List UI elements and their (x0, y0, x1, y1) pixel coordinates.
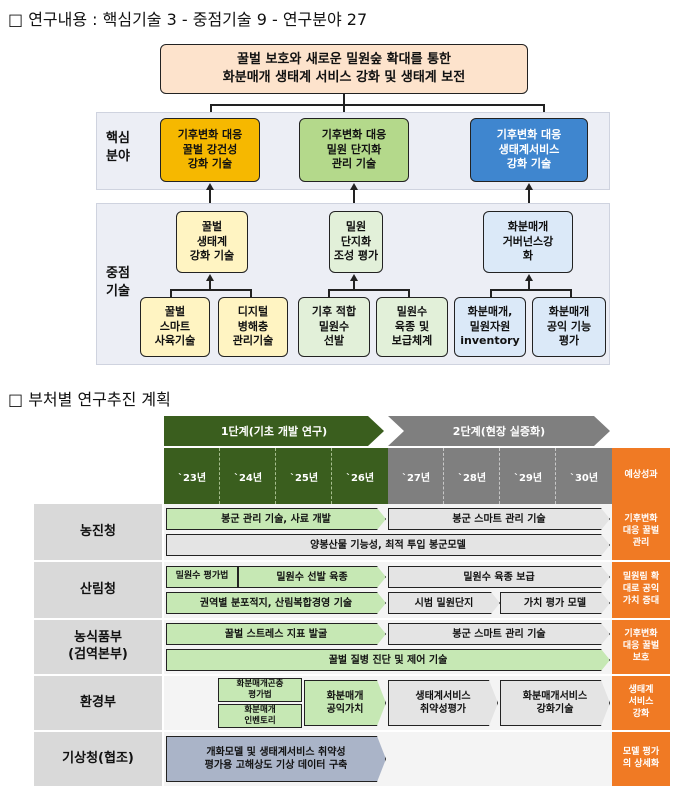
arrow-up-3-line (528, 189, 530, 211)
leaf-drop-5 (490, 289, 492, 297)
outcome-kfs: 밀원림 확 대로 공익 가치 증대 (612, 562, 670, 618)
leaf-bus-3 (490, 289, 572, 291)
arrow-up-4 (206, 274, 214, 281)
goal-connector (343, 94, 345, 106)
core-field-nectar: 기후변화 대응 밀원 단지화 관리 기술 (299, 118, 409, 182)
ministry-qia: 농식품부 (검역본부) (34, 620, 162, 674)
task-qia-stress-index: 꿀벌 스트레스 지표 발굴 (166, 623, 386, 645)
task-qia-smart-colony: 봉군 스마트 관리 기술 (388, 623, 610, 645)
year-2025: `25년 (289, 472, 319, 484)
mid-tech-governance: 화분매개 거버넌스강 화 (483, 211, 573, 273)
task-rda-bee-products: 양봉산물 기능성, 최적 투입 봉군모델 (166, 534, 610, 556)
leaf-drop-2 (250, 289, 252, 297)
task-me-pollinator-inventory: 화분매개 인벤토리 (218, 704, 302, 728)
core-field-bee: 기후변화 대응 꿀벌 강건성 강화 기술 (160, 118, 260, 182)
mid-tech-nectar: 밀원 단지화 조성 평가 (329, 211, 383, 273)
year-divider (443, 448, 444, 504)
leaf-tech-public-value: 화분매개 공익 기능 평가 (532, 297, 606, 357)
outcome-qia: 기후변화 대응 꿀벌 보호 (612, 620, 670, 674)
focus-band-label: 중점 기술 (106, 266, 130, 299)
leaf-bus-2 (328, 289, 410, 291)
leaf-tech-smart-rearing: 꿀벌 스마트 사육기술 (140, 297, 210, 357)
arrow-up-2 (350, 183, 358, 190)
task-rda-colony-feed: 봉군 관리 기술, 사료 개발 (166, 508, 386, 530)
year-divider (499, 448, 500, 504)
phase-2-banner: 2단계(현장 실증화) (388, 416, 610, 446)
task-kfs-breeding-supply: 밀원수 육종 보급 (388, 566, 610, 588)
task-me-enhancement: 화분매개서비스 강화기술 (500, 680, 610, 726)
research-content-heading: □ 연구내용 : 핵심기술 3 - 중점기술 9 - 연구분야 27 (8, 10, 368, 29)
outcome-kma: 모델 평가 의 상세화 (612, 732, 670, 786)
task-qia-disease-control: 꿀벌 질병 진단 및 제어 기술 (166, 649, 610, 671)
year-2024: `24년 (233, 472, 263, 484)
ministry-kfs: 산림청 (34, 562, 162, 618)
leaf-drop-6 (570, 289, 572, 297)
leaf-drop-3 (328, 289, 330, 297)
outcome-header: 예상성과 (612, 448, 670, 504)
year-2023: `23년 (177, 472, 207, 484)
arrow-up-6 (525, 274, 533, 281)
year-2029: `29년 (513, 472, 543, 484)
year-divider (331, 448, 332, 504)
year-divider (555, 448, 556, 504)
task-me-public-value: 화분매개 공익가치 (304, 680, 386, 726)
leaf-tech-inventory: 화분매개, 밀원자원 inventory (454, 297, 526, 357)
core-bus-line (210, 104, 544, 106)
ministry-me: 환경부 (34, 676, 162, 730)
leaf-tech-pest-management: 디지털 병해충 관리기술 (218, 297, 288, 357)
arrow-up-1-line (209, 189, 211, 211)
phase-2-years-bg (388, 448, 612, 504)
goal-box: 꿀벌 보호와 새로운 밀원숲 확대를 통한 화분매개 생태계 서비스 강화 및 … (160, 44, 528, 94)
arrow-up-5 (350, 274, 358, 281)
arrow-up-3 (525, 183, 533, 190)
ministry-kma: 기상청(협조) (34, 732, 162, 786)
year-2028: `28년 (457, 472, 487, 484)
task-kfs-selection-breeding: 밀원수 선발 육종 (238, 566, 386, 588)
year-2026: `26년 (345, 472, 375, 484)
year-divider (275, 448, 276, 504)
core-field-ecosystem: 기후변화 대응 생태계서비스 강화 기술 (470, 118, 588, 182)
phase-1-banner: 1단계(기초 개발 연구) (164, 416, 384, 446)
leaf-tech-climate-selection: 기후 적합 밀원수 선발 (298, 297, 370, 357)
arrow-up-6-line (528, 280, 530, 290)
arrow-up-2-line (353, 189, 355, 211)
phase-1-years-bg (164, 448, 388, 504)
arrow-up-1 (206, 183, 214, 190)
core-drop-1 (210, 104, 212, 118)
year-2027: `27년 (401, 472, 431, 484)
outcome-me: 생태계 서비스 강화 (612, 676, 670, 730)
task-kma-weather-data: 개화모델 및 생태계서비스 취약성 평가용 고해상도 기상 데이터 구축 (166, 736, 386, 782)
mid-tech-bee: 꿀벌 생태계 강화 기술 (176, 211, 248, 273)
core-drop-3 (543, 104, 545, 118)
year-2030: `30년 (569, 472, 599, 484)
task-me-vulnerability: 생태계서비스 취약성평가 (388, 680, 498, 726)
core-drop-2 (343, 104, 345, 118)
year-divider (219, 448, 220, 504)
arrow-up-5-line (353, 280, 355, 290)
task-kfs-eval-method: 밀원수 평가법 (166, 566, 238, 588)
leaf-bus-1 (170, 289, 252, 291)
core-band-label: 핵심 분야 (106, 131, 130, 164)
arrow-up-4-line (209, 280, 211, 290)
task-kfs-pilot-complex: 시범 밀원단지 (388, 592, 500, 614)
leaf-tech-breeding: 밀원수 육종 및 보급체계 (376, 297, 448, 357)
leaf-drop-1 (170, 289, 172, 297)
outcome-rda: 기후변화 대응 꿀벌 관리 (612, 504, 670, 560)
ministry-plan-heading: □ 부처별 연구추진 계획 (8, 390, 171, 409)
task-kfs-value-model: 가치 평가 모델 (500, 592, 610, 614)
task-rda-smart-colony: 봉군 스마트 관리 기술 (388, 508, 610, 530)
task-me-pollinator-eval: 화분매개곤충 평가법 (218, 678, 302, 702)
ministry-rda: 농진청 (34, 504, 162, 560)
leaf-drop-4 (408, 289, 410, 297)
task-kfs-distribution: 권역별 분포적지, 산림복합경영 기술 (166, 592, 386, 614)
